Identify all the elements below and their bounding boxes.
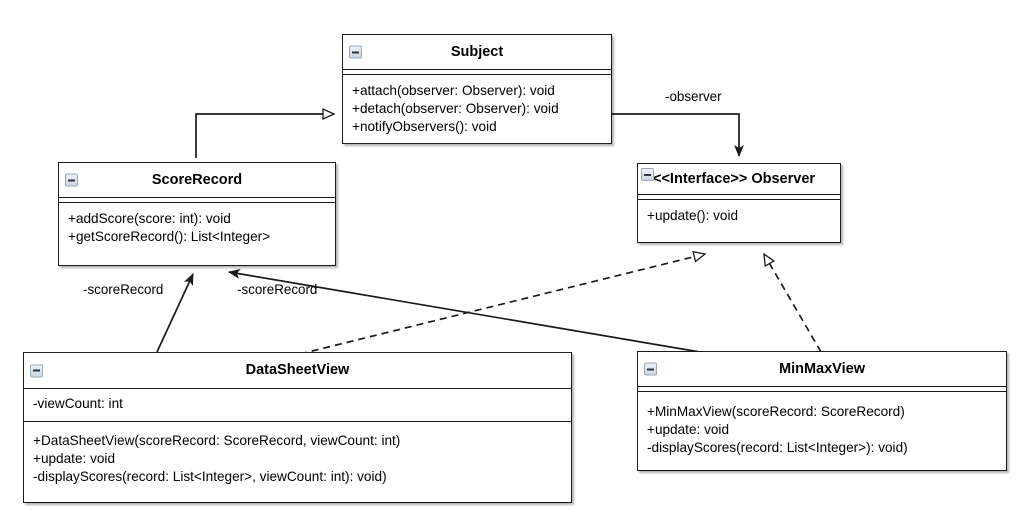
edge-subject-to-observer — [611, 113, 744, 157]
collapse-icon[interactable] — [30, 364, 43, 377]
edge-label-scorerecord-left: -scoreRecord — [83, 282, 164, 297]
operation-item: +addScore(score: int): void — [68, 211, 231, 226]
operation-item: +detach(observer: Observer): void — [352, 100, 559, 116]
class-header-subject: Subject — [343, 35, 611, 69]
edge-scorerecord-to-subject — [195, 107, 336, 158]
operations-compartment-subject: +attach(observer: Observer): void +detac… — [343, 75, 611, 143]
class-name-observer: <<Interface>> Observer — [653, 170, 816, 187]
operation-item: +getScoreRecord(): List<Integer> — [68, 228, 271, 244]
class-header-minmaxview: MinMaxView — [638, 352, 1006, 386]
collapse-icon[interactable] — [65, 173, 78, 187]
class-box-observer[interactable]: <<Interface>> Observer +update(): void — [637, 163, 841, 243]
class-name-datasheetview: DataSheetView — [245, 362, 350, 379]
header-divider — [59, 197, 335, 198]
edge-label-observer-role: -observer — [665, 89, 722, 104]
operation-item: +attach(observer: Observer): void — [352, 83, 555, 98]
class-header-scorerecord: ScoreRecord — [59, 163, 335, 197]
class-name-scorerecord: ScoreRecord — [151, 171, 243, 188]
operation-item: +DataSheetView(scoreRecord: ScoreRecord,… — [33, 433, 401, 448]
attribute-divider — [24, 421, 571, 422]
collapse-icon[interactable] — [644, 362, 657, 376]
operations-compartment-minmaxview: +MinMaxView(scoreRecord: ScoreRecord) +u… — [638, 392, 1006, 464]
class-name-minmaxview: MinMaxView — [779, 360, 865, 377]
class-box-scorerecord[interactable]: ScoreRecord +addScore(score: int): void … — [58, 162, 336, 266]
class-header-datasheetview: DataSheetView — [24, 353, 571, 388]
attribute-divider — [343, 74, 611, 75]
operations-compartment-scorerecord: +addScore(score: int): void +getScoreRec… — [59, 203, 335, 253]
header-divider — [343, 69, 611, 70]
attributes-compartment-datasheetview: -viewCount: int — [24, 389, 571, 421]
attribute-divider — [638, 391, 1006, 392]
operations-compartment-datasheetview: +DataSheetView(scoreRecord: ScoreRecord,… — [24, 422, 571, 493]
class-name-subject: Subject — [450, 43, 504, 60]
operation-item: -displayScores(record: List<Integer>): v… — [647, 439, 908, 455]
attribute-divider — [638, 199, 840, 200]
operation-item: +notifyObservers(): void — [352, 118, 497, 134]
class-box-subject[interactable]: Subject +attach(observer: Observer): voi… — [342, 34, 612, 144]
header-divider — [638, 194, 840, 195]
class-box-minmaxview[interactable]: MinMaxView +MinMaxView(scoreRecord: Scor… — [637, 351, 1007, 471]
edge-label-scorerecord-right: -scoreRecord — [237, 282, 318, 297]
header-divider — [24, 388, 571, 389]
collapse-icon[interactable] — [641, 168, 654, 181]
header-divider — [638, 386, 1006, 387]
operation-item: +update: void — [647, 421, 730, 437]
attribute-divider — [59, 202, 335, 203]
collapse-icon[interactable] — [349, 45, 362, 59]
edge-minmaxview-to-observer — [763, 252, 822, 353]
attribute-item: -viewCount: int — [33, 396, 123, 411]
class-box-datasheetview[interactable]: DataSheetView -viewCount: int +DataSheet… — [23, 352, 572, 503]
operation-item: +update: void — [33, 450, 116, 466]
operation-item: +update(): void — [647, 208, 739, 223]
operations-compartment-observer: +update(): void — [638, 200, 840, 232]
edge-datasheetview-to-observer — [299, 250, 707, 355]
operation-item: -displayScores(record: List<Integer>, vi… — [33, 468, 387, 484]
class-header-observer: <<Interface>> Observer — [638, 164, 840, 194]
operation-item: +MinMaxView(scoreRecord: ScoreRecord) — [647, 404, 905, 419]
